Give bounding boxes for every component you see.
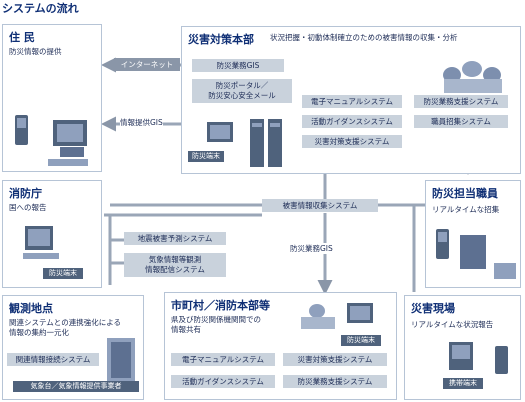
staff-subtitle: リアルタイムな招集 (432, 205, 500, 214)
site-subtitle: リアルタイムな状況報告 (411, 320, 494, 329)
city-system-e-manual: 電子マニュアルシステム (171, 353, 275, 366)
hq-system-ops-support: 防災業務支援システム (414, 95, 508, 108)
fire-title: 消防庁 (9, 187, 42, 200)
hq-devices-illustration (207, 61, 502, 167)
building-icon (107, 338, 135, 382)
hq-system-disaster-support: 災害対策支援システム (302, 135, 402, 148)
hq-terminal-label: 防災端末 (188, 151, 224, 162)
quake-prediction-system: 地震被害予測システム (124, 232, 226, 245)
city-subtitle: 県及び防災関係機関間での 情報共有 (171, 315, 261, 334)
fire-subtitle: 国への報告 (9, 203, 47, 212)
center-gis-label: 防災業務GIS (290, 243, 333, 254)
observation-subtitle: 関連システムとの連携強化による 情報の集約一元化 (9, 318, 121, 337)
residents-subtitle: 防災情報の提供 (9, 47, 62, 56)
site-title: 災害現場 (411, 302, 455, 315)
residents-title: 住 民 (9, 31, 35, 44)
city-system-ops-support: 防災業務支援システム (283, 375, 387, 388)
staff-title: 防災担当職員 (432, 187, 498, 200)
damage-collection-system: 被害情報収集システム (262, 199, 378, 212)
site-terminal-label: 携帯端末 (443, 378, 483, 389)
hq-system-staff-call: 職員招集システム (414, 115, 508, 128)
hq-title: 災害対策本部 (188, 33, 254, 46)
weather-distribution-system: 気象情報等観測 情報配信システム (124, 253, 226, 277)
hq-subtitle: 状況把握・初動体制確立のための被害情報の収集・分析 (270, 33, 458, 42)
info-gis-label: 情報提供GIS (120, 117, 163, 128)
hq-gis-label: 防災業務GIS (192, 59, 284, 72)
city-terminal-label: 防災端末 (341, 335, 381, 346)
hq-portal-label: 防災ポータル／ 防災安心安全メール (192, 79, 292, 103)
city-title: 市町村／消防本部等 (171, 299, 270, 312)
residents-panel: 住 民 防災情報の提供 (2, 24, 102, 172)
observation-title: 観測地点 (9, 302, 53, 315)
site-panel: 災害現場 リアルタイムな状況報告 携帯端末 (404, 295, 521, 400)
related-info-system: 関連情報接続システム (7, 353, 99, 366)
city-system-guidance: 活動ガイダンスシステム (171, 375, 275, 388)
city-devices-icon (301, 303, 373, 329)
fire-terminal-label: 防災端末 (43, 268, 83, 279)
internet-label: インターネット (114, 58, 180, 71)
hq-system-e-manual: 電子マニュアルシステム (302, 95, 402, 108)
mobile-phone-icon (15, 115, 88, 166)
observation-panel: 観測地点 関連システムとの連携強化による 情報の集約一元化 関連情報接続システム… (2, 295, 144, 400)
weather-provider-label: 気象台／気象情報提供事業者 (13, 381, 139, 392)
fire-terminal-icon (23, 226, 59, 259)
city-system-disaster-support: 災害対策支援システム (283, 353, 387, 366)
staff-panel: 防災担当職員 リアルタイムな招集 (425, 180, 521, 288)
hq-system-guidance: 活動ガイダンスシステム (302, 115, 402, 128)
fire-panel: 消防庁 国への報告 防災端末 (2, 180, 102, 288)
page-title: システムの流れ (2, 2, 79, 15)
mobile-terminal-icon (449, 342, 508, 374)
staff-devices-icon (436, 229, 516, 279)
hq-panel: 災害対策本部 状況把握・初動体制確立のための被害情報の収集・分析 防災業務GIS… (181, 26, 521, 174)
city-panel: 市町村／消防本部等 県及び防災関係機関間での 情報共有 防災端末 電子マニュアル… (164, 292, 397, 400)
